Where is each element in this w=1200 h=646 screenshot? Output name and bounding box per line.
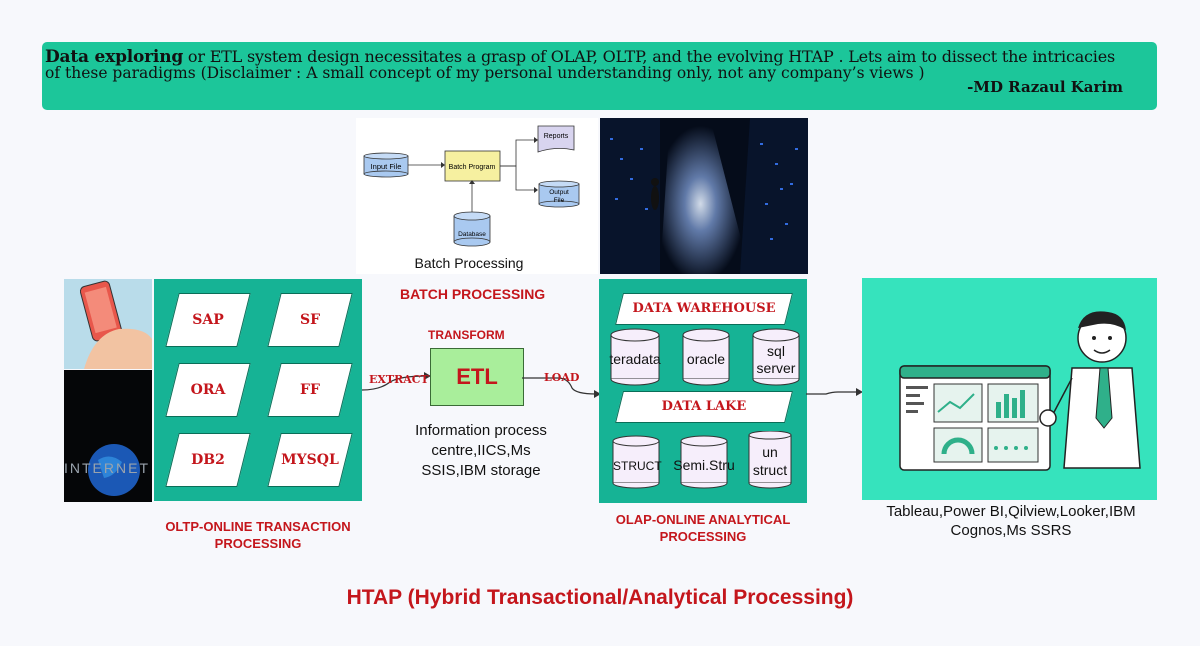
etl-box: ETL (430, 348, 524, 406)
source-db2-label: DB2 (191, 452, 225, 468)
source-sf-label: SF (299, 312, 321, 328)
source-sap: SAP (165, 293, 251, 347)
oltp-sources-panel: SAP SF ORA FF DB2 MYSQL (154, 279, 362, 501)
batch-diagram-svg: Input File Batch Program Reports Output … (363, 125, 580, 271)
dashboard-illustration (899, 311, 1141, 471)
olap-to-bi-arrow (806, 388, 863, 396)
intro-banner: Data exploring or ETL system design nece… (42, 42, 1157, 110)
server-room-image (600, 118, 808, 274)
extract-label: EXTRACT (369, 373, 429, 386)
oltp-label-line-2: PROCESSING (214, 536, 302, 551)
database-node: Database (453, 211, 491, 247)
source-ff: FF (267, 363, 353, 417)
output-file-label-1: Output (549, 189, 569, 196)
source-ora: ORA (165, 363, 251, 417)
olap-label: OLAP-ONLINE ANALYTICAL PROCESSING (592, 511, 814, 545)
person-silhouette (651, 186, 659, 210)
arrow-head (441, 162, 445, 168)
banner-line-1-rest: or ETL system design necessitates a gras… (183, 47, 1115, 66)
load-arrow (522, 377, 601, 398)
olap-panel: DATA WAREHOUSE teradata oracle sql serve… (599, 279, 807, 503)
source-db2: DB2 (165, 433, 251, 487)
internet-text: INTERNET (64, 460, 150, 476)
banner-line-2: of these paradigms (Disclaimer : A small… (45, 64, 925, 82)
source-mysql: MYSQL (267, 433, 353, 487)
db-sql-server: sql server (756, 343, 796, 376)
batch-caption: Batch Processing (415, 255, 524, 271)
source-mysql-label: MYSQL (281, 452, 339, 468)
data-warehouse-banner: DATA WAREHOUSE (615, 293, 793, 325)
input-file-node: Input File (363, 152, 409, 178)
arrow-head (469, 180, 475, 184)
db-unstructured: un struct (752, 444, 788, 478)
db-struct: STRUCT (613, 459, 662, 473)
batch-processing-diagram: Input File Batch Program Reports Output … (356, 118, 598, 274)
lake-databases (612, 431, 792, 489)
bi-tools-line-1: Tableau,Power BI,Qilview,Looker,IBM (886, 503, 1136, 520)
bi-tools-line-2: Cognos,Ms SSRS (950, 522, 1072, 539)
etl-label: ETL (456, 364, 498, 389)
data-lake-banner: DATA LAKE (615, 391, 793, 423)
db-teradata: teradata (609, 351, 661, 367)
etl-tools-description: Information process centre,IICS,Ms SSIS,… (402, 421, 560, 481)
reports-node (537, 125, 575, 153)
etl-desc-line-1: Information process (415, 422, 547, 439)
database-label: Database (458, 231, 486, 238)
output-file-node: Output File (538, 180, 580, 208)
etl-desc-line-3: SSIS,IBM storage (421, 462, 541, 479)
load-label: LOAD (544, 371, 580, 384)
source-ora-label: ORA (190, 382, 226, 398)
olap-label-line-2: PROCESSING (659, 529, 747, 544)
batch-processing-title: BATCH PROCESSING (400, 286, 546, 302)
source-ff-label: FF (300, 382, 320, 398)
arrow-head (534, 187, 538, 193)
data-lake-label: DATA LAKE (661, 399, 747, 414)
extract-arrow (361, 372, 431, 391)
server-room-illustration (600, 118, 808, 274)
db-semi-structured: Semi.Stru (673, 457, 735, 473)
author-signature: -MD Razaul Karim (967, 78, 1123, 96)
transform-label: TRANSFORM (428, 328, 505, 342)
olap-label-line-1: OLAP-ONLINE ANALYTICAL (615, 512, 791, 527)
warehouse-databases (610, 328, 800, 386)
phone-hand-image (64, 279, 152, 369)
banner-line-1: Data exploring or ETL system design nece… (45, 47, 1115, 67)
globe-icon: INTERNET (64, 444, 150, 496)
htap-title: HTAP (Hybrid Transactional/Analytical Pr… (346, 586, 854, 609)
arrow-batch-to-reports (500, 139, 534, 167)
bi-tools-list: Tableau,Power BI,Qilview,Looker,IBM Cogn… (868, 502, 1154, 540)
internet-globe-image: INTERNET (64, 370, 152, 502)
etl-desc-line-2: centre,IICS,Ms (431, 442, 531, 459)
batch-program-node (444, 150, 501, 182)
batch-program-label: Batch Program (449, 164, 496, 171)
source-sf: SF (267, 293, 353, 347)
input-file-label: Input File (371, 162, 402, 171)
output-file-label-2: File (554, 197, 565, 204)
banner-bold-lead: Data exploring (45, 47, 184, 67)
oltp-label: OLTP-ONLINE TRANSACTION PROCESSING (145, 518, 371, 552)
arrow-head (534, 137, 538, 143)
arrow-batch-to-output (500, 165, 534, 191)
reports-label: Reports (544, 133, 569, 140)
source-sap-label: SAP (192, 312, 224, 328)
db-oracle: oracle (686, 351, 726, 367)
phone-icon (79, 280, 152, 369)
bi-dashboard-panel (862, 278, 1157, 500)
oltp-label-line-1: OLTP-ONLINE TRANSACTION (165, 519, 351, 534)
data-warehouse-label: DATA WAREHOUSE (632, 301, 776, 316)
